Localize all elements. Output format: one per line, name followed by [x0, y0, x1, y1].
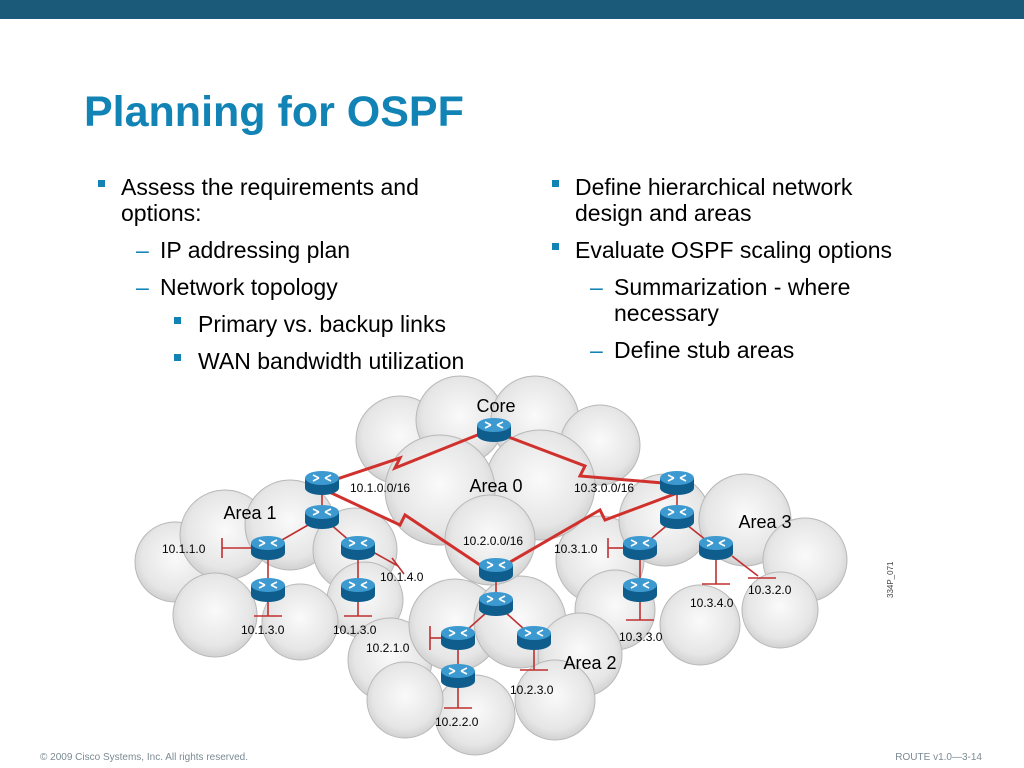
square-bullet-icon: [174, 354, 181, 361]
router-icon: [340, 535, 376, 561]
router-icon: [340, 577, 376, 603]
area-label: Area 1: [223, 503, 276, 523]
right-bullet-list: Define hierarchical network design and a…: [552, 174, 972, 374]
router-icon: [476, 417, 512, 443]
sub-bullet-item: – Network topology: [98, 274, 518, 300]
bullet-item: Define hierarchical network design and a…: [552, 174, 915, 226]
network-label: 10.3.4.0: [690, 596, 734, 610]
router-icon: [478, 557, 514, 583]
router-icon: [250, 535, 286, 561]
network-label: 10.1.4.0: [380, 570, 424, 584]
top-banner: [0, 0, 1024, 19]
router-icon: [440, 663, 476, 689]
wan-links: [324, 428, 681, 567]
bullet-text: Primary vs. backup links: [198, 311, 446, 337]
left-bullet-list: Assess the requirements and options: – I…: [98, 174, 518, 385]
router-icon: [698, 535, 734, 561]
course-footer: ROUTE v1.0—3-14: [895, 752, 982, 763]
dash-bullet-icon: –: [136, 237, 149, 263]
network-label: 10.1.0.0/16: [350, 481, 410, 495]
sub-bullet-item: – Summarization - where necessary: [552, 274, 904, 326]
network-label: 10.3.3.0: [619, 630, 663, 644]
network-label: 10.2.1.0: [366, 641, 410, 655]
area-label: Area 2: [563, 653, 616, 673]
bullet-text: Define stub areas: [614, 337, 795, 363]
router-icon: [622, 535, 658, 561]
bullet-text: WAN bandwidth utilization: [198, 348, 465, 374]
network-label: 10.2.2.0: [435, 715, 479, 729]
bullet-text: Network topology: [160, 274, 338, 300]
bullet-text: Define hierarchical network design and a…: [575, 174, 853, 226]
router-icon: [478, 591, 514, 617]
square-bullet-icon: [552, 243, 559, 250]
square-bullet-icon: [98, 180, 105, 187]
square-bullet-icon: [552, 180, 559, 187]
sub-bullet-item: – IP addressing plan: [98, 237, 518, 263]
copyright-footer: © 2009 Cisco Systems, Inc. All rights re…: [40, 752, 249, 763]
area-label: Area 3: [738, 512, 791, 532]
sub-sub-bullet-item: Primary vs. backup links: [98, 311, 518, 337]
network-label: 10.1.3.0: [333, 623, 377, 637]
bullet-text: Summarization - where necessary: [614, 274, 851, 326]
area-label: Area 0: [469, 476, 522, 496]
bullet-text: IP addressing plan: [160, 237, 351, 263]
bullet-item: Evaluate OSPF scaling options: [552, 237, 972, 263]
network-label: 10.2.3.0: [510, 683, 554, 697]
bullet-item: Assess the requirements and options:: [98, 174, 461, 226]
network-label: 10.3.0.0/16: [574, 481, 634, 495]
network-label: 10.3.2.0: [748, 583, 792, 597]
router-icon: [250, 577, 286, 603]
router-icon: [622, 577, 658, 603]
network-label: 10.1.1.0: [162, 542, 206, 556]
network-label: 10.2.0.0/16: [463, 534, 523, 548]
square-bullet-icon: [174, 317, 181, 324]
core-label: Core: [476, 396, 515, 416]
router-icon: [304, 470, 340, 496]
sub-sub-bullet-item: WAN bandwidth utilization: [98, 348, 518, 374]
router-icon: [659, 470, 695, 496]
dash-bullet-icon: –: [590, 274, 603, 300]
dash-bullet-icon: –: [136, 274, 149, 300]
network-label: 10.3.1.0: [554, 542, 598, 556]
cloud-icon: [134, 375, 848, 756]
figure-code: 334P_071: [886, 561, 895, 598]
slide-title: Planning for OSPF: [84, 88, 464, 136]
bullet-text: Evaluate OSPF scaling options: [575, 237, 893, 263]
router-icon: [659, 504, 695, 530]
sub-bullet-item: – Define stub areas: [552, 337, 972, 363]
router-icon: [440, 625, 476, 651]
router-icon: [304, 504, 340, 530]
dash-bullet-icon: –: [590, 337, 603, 363]
network-label: 10.1.3.0: [241, 623, 285, 637]
bullet-text: Assess the requirements and options:: [121, 174, 419, 226]
router-icon: [516, 625, 552, 651]
